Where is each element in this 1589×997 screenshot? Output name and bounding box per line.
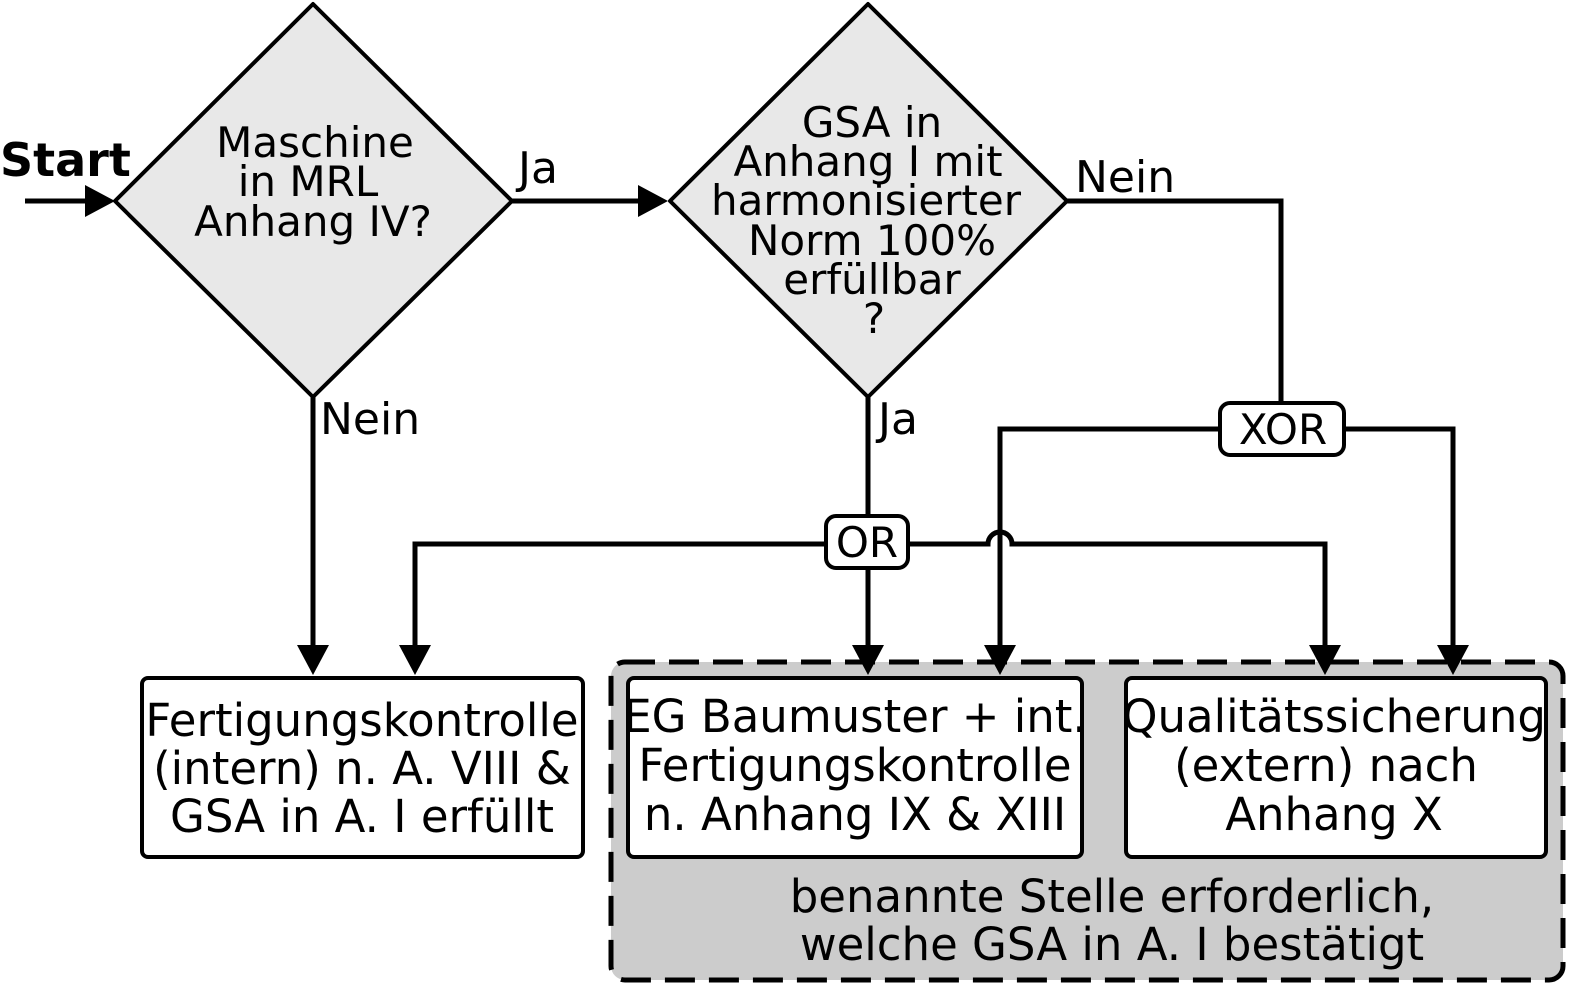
decision2-line: ? — [863, 294, 885, 343]
decision2-yes-label: Ja — [875, 394, 918, 445]
notified-body-line-1: benannte Stelle erforderlich, — [790, 870, 1435, 923]
decision1-line: in MRL — [238, 157, 379, 206]
or-label: OR — [836, 518, 898, 567]
decision1-line: Maschine — [216, 118, 414, 167]
box-type-exam-line: Fertigungskontrolle — [638, 739, 1071, 792]
box-quality-line: Qualitätssicherung — [1122, 690, 1546, 743]
decision1-yes-label: Ja — [515, 143, 558, 194]
box-internal-line: (intern) n. A. VIII & — [153, 742, 571, 795]
xor-label: XOR — [1239, 405, 1327, 454]
box-type-examination — [626, 676, 1084, 859]
xor-gate — [1218, 401, 1346, 457]
decision2-line: Anhang I mit — [733, 137, 1002, 186]
notified-body-line-2: welche GSA in A. I bestätigt — [800, 918, 1424, 971]
arrowhead — [638, 185, 668, 217]
box-quality-line: Anhang X — [1225, 788, 1443, 841]
decision2-line: Norm 100% — [748, 216, 996, 265]
box-internal-production-control — [140, 676, 585, 859]
or-gate — [824, 514, 910, 570]
box-quality-assurance — [1124, 676, 1548, 859]
decision2-no-label: Nein — [1075, 152, 1175, 203]
box-type-exam-line: EG Baumuster + int. — [623, 690, 1087, 743]
box-internal-line: GSA in A. I erfüllt — [170, 790, 554, 843]
decision2-line: erfüllbar — [783, 255, 961, 304]
box-quality-line: (extern) nach — [1174, 739, 1478, 792]
box-internal-line: Fertigungskontrolle — [145, 694, 578, 747]
decision1-no-label: Nein — [320, 394, 420, 445]
decision1-line: Anhang IV? — [194, 197, 432, 246]
decision2-line: harmonisierter — [711, 176, 1022, 225]
start-arrow — [25, 185, 115, 217]
box-type-exam-line: n. Anhang IX & XIII — [644, 788, 1066, 841]
decision2-line: GSA in — [802, 98, 942, 147]
start-label: Start — [0, 133, 131, 187]
